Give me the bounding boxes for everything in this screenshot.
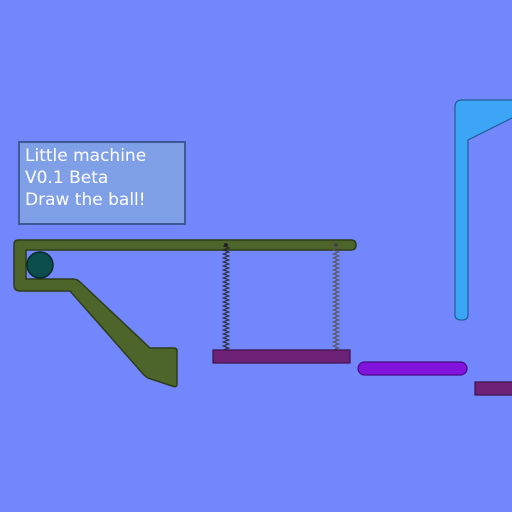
info-panel: Little machine V0.1 Beta Draw the ball! [18, 141, 186, 225]
ball-icon[interactable] [26, 251, 54, 279]
hanging-platform [212, 349, 351, 364]
game-instruction: Draw the ball! [25, 190, 146, 210]
ramp-structure [13, 239, 357, 388]
right-platform [474, 381, 512, 396]
game-version: V0.1 Beta [25, 168, 109, 188]
pill-bar [357, 361, 468, 376]
game-title: Little machine [25, 146, 147, 166]
funnel-wall [454, 99, 512, 321]
spring-right [331, 243, 341, 357]
spring-left [221, 243, 231, 357]
